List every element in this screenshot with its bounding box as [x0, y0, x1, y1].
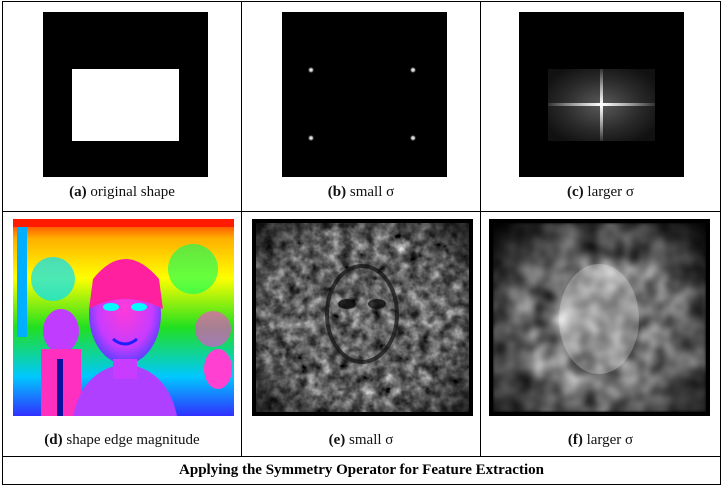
white-rectangle [72, 69, 179, 141]
figure-row-top: (a) original shape (b) small σ [3, 2, 720, 212]
edge-magnitude-image [13, 219, 234, 416]
cell-b: (b) small σ [242, 2, 481, 211]
symmetry-edge-larger-sigma-image [489, 219, 710, 416]
symmetry-larger-sigma-image [519, 12, 684, 177]
symmetry-small-sigma-image [282, 12, 447, 177]
caption-c: (c) larger σ [567, 184, 634, 200]
symmetry-edge-small-sigma-image [252, 219, 473, 416]
caption-f: (f) larger σ [567, 432, 634, 448]
figure-row-bottom: (d) shape edge magnitude [3, 212, 720, 457]
caption-a: (a) original shape [69, 184, 175, 200]
cell-c: (c) larger σ [481, 2, 720, 211]
cell-d: (d) shape edge magnitude [3, 212, 242, 456]
cell-f: (f) larger σ [481, 212, 720, 456]
caption-d: (d) shape edge magnitude [44, 432, 200, 448]
cell-e: (e) small σ [242, 212, 481, 456]
caption-b: (b) small σ [327, 184, 395, 200]
caption-e: (e) small σ [328, 432, 394, 448]
figure-title: Applying the Symmetry Operator for Featu… [179, 462, 544, 478]
cell-a: (a) original shape [3, 2, 242, 211]
figure-footer-row: Applying the Symmetry Operator for Featu… [3, 457, 720, 485]
original-shape-image [43, 12, 208, 177]
